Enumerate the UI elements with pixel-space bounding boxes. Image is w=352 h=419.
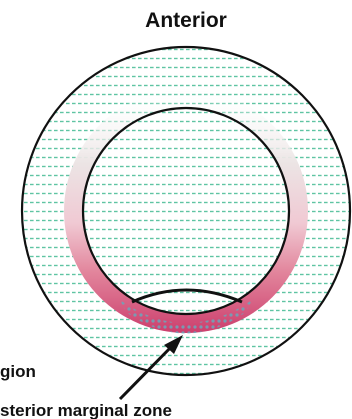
top-label: Anterior <box>145 9 227 32</box>
bottom-label: sterior marginal zone <box>0 401 172 419</box>
inner-circle <box>81 106 291 316</box>
outer-outline <box>20 45 352 377</box>
pointer-arrow-line <box>118 340 178 401</box>
inner-arc <box>131 288 243 304</box>
pointer-arrow-head <box>164 335 183 354</box>
left-label: gion <box>0 362 36 381</box>
posterior-dotted-region <box>120 300 252 334</box>
inner-hatch <box>83 108 289 314</box>
